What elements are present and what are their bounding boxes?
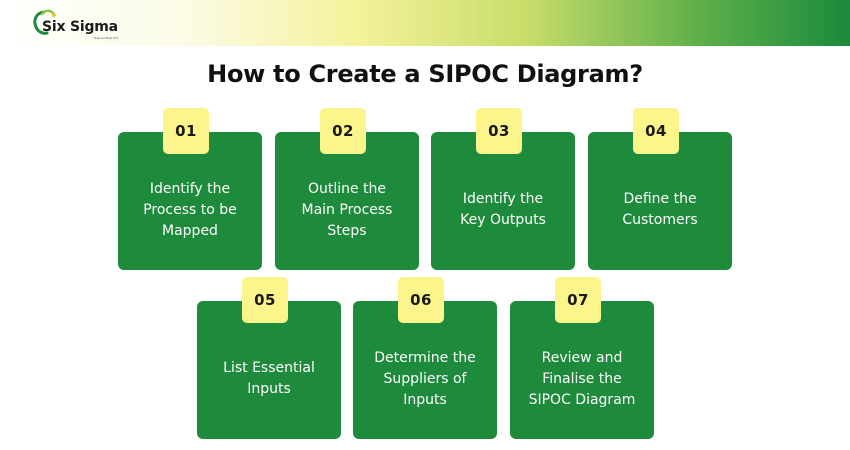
step-badge-03: 03 xyxy=(476,108,522,154)
step-badge-01: 01 xyxy=(163,108,209,154)
step-label: Identify the Process to be Mapped xyxy=(143,180,237,239)
step-label: List Essential Inputs xyxy=(223,360,315,397)
step-card-06: Determine the Suppliers of Inputs xyxy=(353,301,497,439)
step-label: Identify the Key Outputs xyxy=(460,191,546,228)
step-card-01: Identify the Process to be Mapped xyxy=(118,132,262,270)
logo-text: Six Sigma xyxy=(42,19,118,35)
header-band xyxy=(0,0,850,46)
step-label: Review and Finalise the SIPOC Diagram xyxy=(528,349,636,408)
logo-swoosh-icon xyxy=(33,9,56,35)
step-badge-07: 07 xyxy=(555,277,601,323)
step-label: Determine the Suppliers of Inputs xyxy=(374,349,476,408)
step-label: Define the Customers xyxy=(622,191,698,228)
step-badge-04: 04 xyxy=(633,108,679,154)
step-card-07: Review and Finalise the SIPOC Diagram xyxy=(510,301,654,439)
step-badge-05: 05 xyxy=(242,277,288,323)
step-card-05: List Essential Inputs xyxy=(197,301,341,439)
step-label: Outline the Main Process Steps xyxy=(301,180,393,239)
logo-subtext: Trained Best Pvt xyxy=(94,36,119,40)
step-badge-06: 06 xyxy=(398,277,444,323)
page-title: How to Create a SIPOC Diagram? xyxy=(207,60,643,88)
step-card-04: Define the Customers xyxy=(588,132,732,270)
step-card-02: Outline the Main Process Steps xyxy=(275,132,419,270)
six-sigma-logo: Six Sigma Trained Best Pvt xyxy=(30,6,130,40)
step-card-03: Identify the Key Outputs xyxy=(431,132,575,270)
step-badge-02: 02 xyxy=(320,108,366,154)
